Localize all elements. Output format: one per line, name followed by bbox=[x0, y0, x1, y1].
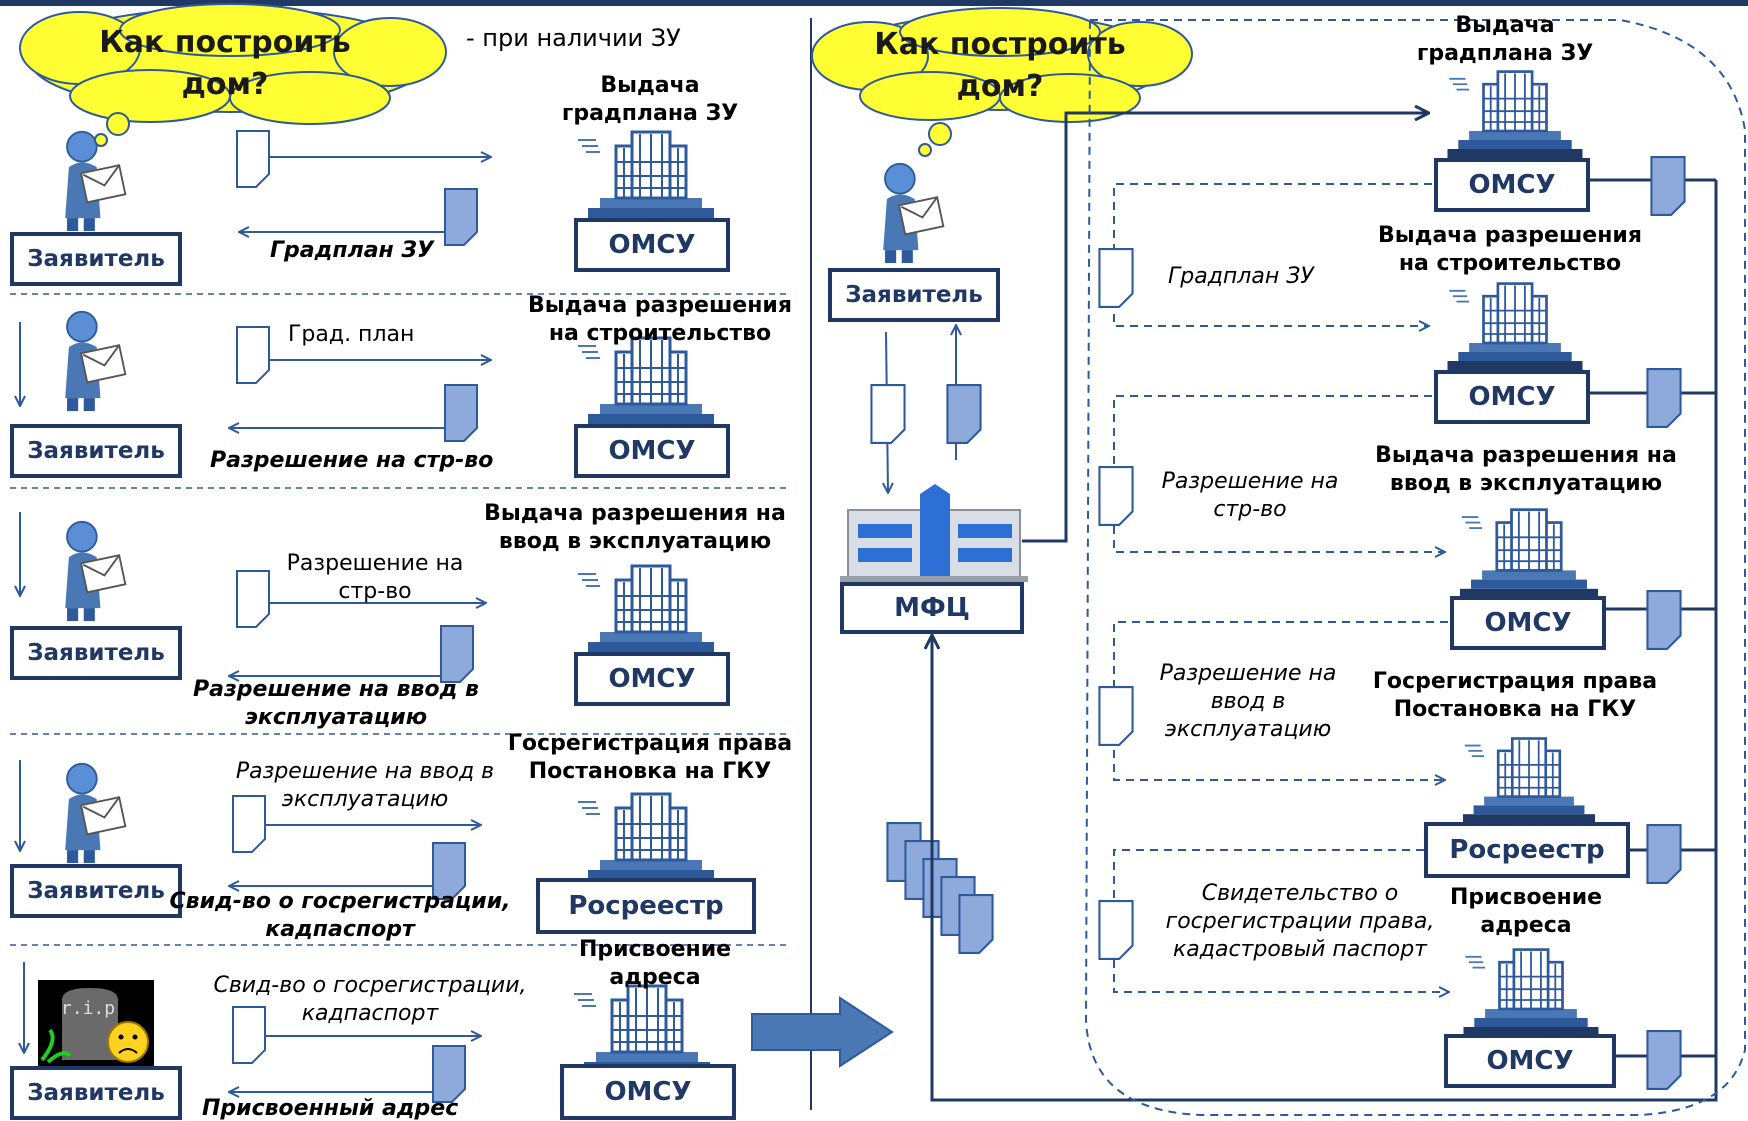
office-box-3: ОМСУ bbox=[574, 652, 730, 706]
office-box-1: ОМСУ bbox=[574, 218, 730, 272]
mfc-doc-out bbox=[946, 384, 982, 444]
left-docs bbox=[232, 130, 478, 1103]
right-office-box-3: ОМСУ bbox=[1450, 596, 1606, 650]
right-doc-label-3: Разрешение на стр-во bbox=[1161, 469, 1339, 522]
left-thought-cloud bbox=[19, 3, 447, 147]
top-bar bbox=[0, 0, 1748, 6]
office-box-4: Росреестр bbox=[536, 878, 756, 934]
right-doc-label-4: Разрешение на ввод в эксплуатацию bbox=[1159, 661, 1337, 742]
svg-text:r.i.p: r.i.p bbox=[61, 998, 115, 1019]
right-applicant-figure bbox=[882, 162, 945, 264]
row-down-arrows bbox=[20, 322, 24, 1052]
office-box-2: ОМСУ bbox=[574, 424, 730, 478]
document-stack bbox=[886, 822, 994, 954]
return-doc-3: Разрешение на ввод в эксплуатацию bbox=[193, 677, 479, 730]
send-doc-3: Разрешение на стр-во bbox=[286, 551, 464, 604]
right-doc-label-5: Свидетельство о госрегистрации права, ка… bbox=[1165, 881, 1435, 962]
return-doc-1: Градплан ЗУ bbox=[270, 238, 434, 263]
rip-tombstone-icon: r.i.p bbox=[38, 980, 154, 1068]
service-title-2: Выдача разрешения на строительство bbox=[528, 293, 792, 346]
right-service-title-3: Выдача разрешения на ввод в эксплуатацию bbox=[1375, 443, 1677, 496]
mfc-building-icon bbox=[840, 484, 1028, 582]
applicant-box-2: Заявитель bbox=[10, 424, 182, 478]
service-title-1: Выдача градплана ЗУ bbox=[561, 73, 739, 126]
send-doc-5: Свид-во о госрегистрации, кадпаспорт bbox=[213, 973, 527, 1026]
right-office-box-4: Росреестр bbox=[1424, 822, 1630, 878]
right-applicant-box: Заявитель bbox=[828, 268, 1000, 322]
office-box-5: ОМСУ bbox=[560, 1064, 736, 1120]
send-doc-4: Разрешение на ввод в эксплуатацию bbox=[235, 759, 495, 812]
land-plot-note: - при наличии ЗУ bbox=[466, 24, 681, 52]
right-service-title-4: Госрегистрация права Постановка на ГКУ bbox=[1372, 669, 1658, 722]
right-service-title-5: Присвоение адреса bbox=[1449, 885, 1603, 938]
return-doc-2: Разрешение на стр-во bbox=[210, 448, 494, 473]
applicant-box-3: Заявитель bbox=[10, 626, 182, 680]
left-flow-arrows bbox=[230, 157, 490, 1092]
transition-arrow bbox=[751, 996, 894, 1068]
applicant-box-1: Заявитель bbox=[10, 232, 182, 286]
service-title-4: Госрегистрация права Постановка на ГКУ bbox=[507, 731, 793, 784]
right-cloud-text: Как построить дом? bbox=[874, 27, 1126, 104]
send-doc-2: Град. план bbox=[288, 322, 415, 347]
right-doc-label-2: Градплан ЗУ bbox=[1168, 264, 1314, 289]
right-service-title-2: Выдача разрешения на строительство bbox=[1378, 223, 1642, 276]
service-title-3: Выдача разрешения на ввод в эксплуатацию bbox=[484, 501, 786, 554]
applicant-box-4: Заявитель bbox=[10, 864, 182, 918]
return-doc-5: Присвоенный адрес bbox=[202, 1096, 459, 1121]
mfc-doc-in bbox=[870, 384, 906, 444]
right-office-box-5: ОМСУ bbox=[1444, 1034, 1616, 1088]
right-office-box-2: ОМСУ bbox=[1434, 370, 1590, 424]
mfc-box: МФЦ bbox=[840, 582, 1024, 634]
service-title-5: Присвоение адреса bbox=[578, 937, 732, 990]
left-cloud-text: Как построить дом? bbox=[99, 25, 351, 102]
right-thought-cloud bbox=[811, 7, 1193, 157]
right-dashed-flows bbox=[1113, 183, 1448, 992]
dashed-container bbox=[1084, 19, 1746, 1116]
right-service-title-1: Выдача градплана ЗУ bbox=[1416, 13, 1594, 66]
return-doc-4: Свид-во о госрегистрации, кадпаспорт bbox=[169, 889, 511, 942]
right-office-box-1: ОМСУ bbox=[1434, 158, 1590, 212]
applicant-box-5: Заявитель bbox=[10, 1066, 182, 1120]
row-separators bbox=[10, 293, 790, 946]
